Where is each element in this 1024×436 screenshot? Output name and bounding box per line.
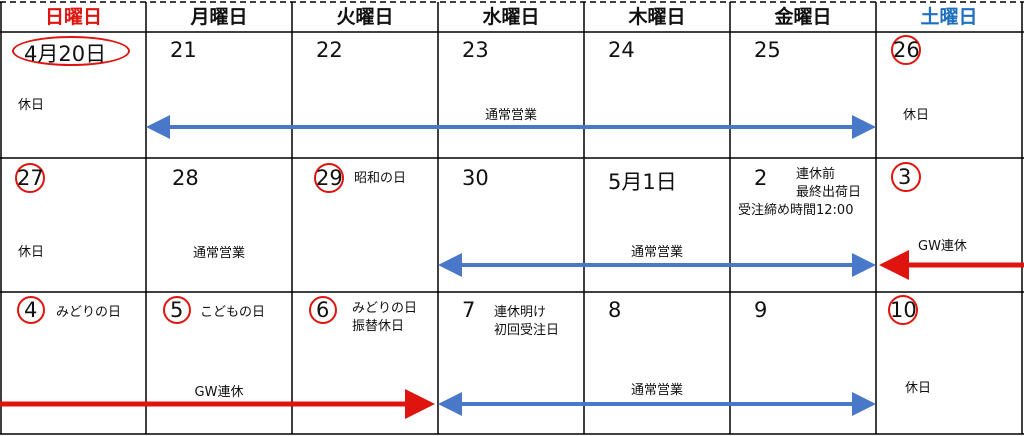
day-number: 30 [462,166,489,190]
business-label: 通常営業 [630,383,683,398]
day-number: 8 [608,298,622,322]
day-number: 23 [462,38,489,62]
day-number: 7 [462,298,476,322]
gw-label: GW連休 [194,385,244,400]
day-number: 4月20日 [24,42,107,66]
circle-holiday [314,163,344,193]
gw-label: GW連休 [918,239,967,254]
day-number: 5 [170,298,184,322]
day-number: 2 [754,166,768,190]
header-saturday: 土曜日 [920,6,978,28]
day-number: 24 [608,38,635,62]
header-monday: 月曜日 [190,6,248,28]
day-number: 21 [170,38,197,62]
note-line: 受注締め時間12:00 [738,203,854,218]
circle-holiday [891,162,921,192]
holiday-name: 昭和の日 [354,171,407,186]
header-tuesday: 火曜日 [336,6,394,28]
day-number: 25 [754,38,781,62]
holiday-name: みどりの日 [56,305,122,320]
holiday-label: 休日 [903,108,930,123]
header-friday: 金曜日 [774,6,832,28]
holiday-label: 休日 [18,245,45,260]
note-line: 連休明け [494,305,547,320]
holiday-label: 休日 [905,381,932,396]
holiday-name: こどもの日 [200,305,266,320]
day-number: 9 [754,298,768,322]
day-number: 27 [17,166,44,190]
holiday-name: みどりの日 [352,301,418,316]
day-number: 5月1日 [608,170,677,194]
header-sunday: 日曜日 [44,6,102,28]
circle-holiday [888,295,918,325]
day-number: 29 [316,166,343,190]
header-wednesday: 水曜日 [482,6,540,28]
day-number: 4 [24,298,38,322]
day-number: 10 [890,298,917,322]
note-line: 最終出荷日 [796,185,862,200]
day-number: 6 [316,298,330,322]
day-number: 26 [893,38,920,62]
circle-holiday [163,296,191,324]
day-number: 28 [172,166,199,190]
holiday-label: 休日 [18,98,45,113]
header-thursday: 木曜日 [628,6,686,28]
circle-holiday [891,35,921,65]
business-label: 通常営業 [192,246,245,261]
circle-holiday [12,36,130,66]
business-label: 通常営業 [484,108,537,123]
holiday-name: 振替休日 [352,319,405,334]
note-line: 初回受注日 [494,323,560,338]
circle-holiday [17,296,45,324]
day-number: 3 [898,165,912,189]
note-line: 連休前 [796,167,836,182]
circle-holiday [15,163,45,193]
circle-holiday [309,296,337,324]
day-number: 22 [316,38,343,62]
business-label: 通常営業 [630,245,683,260]
